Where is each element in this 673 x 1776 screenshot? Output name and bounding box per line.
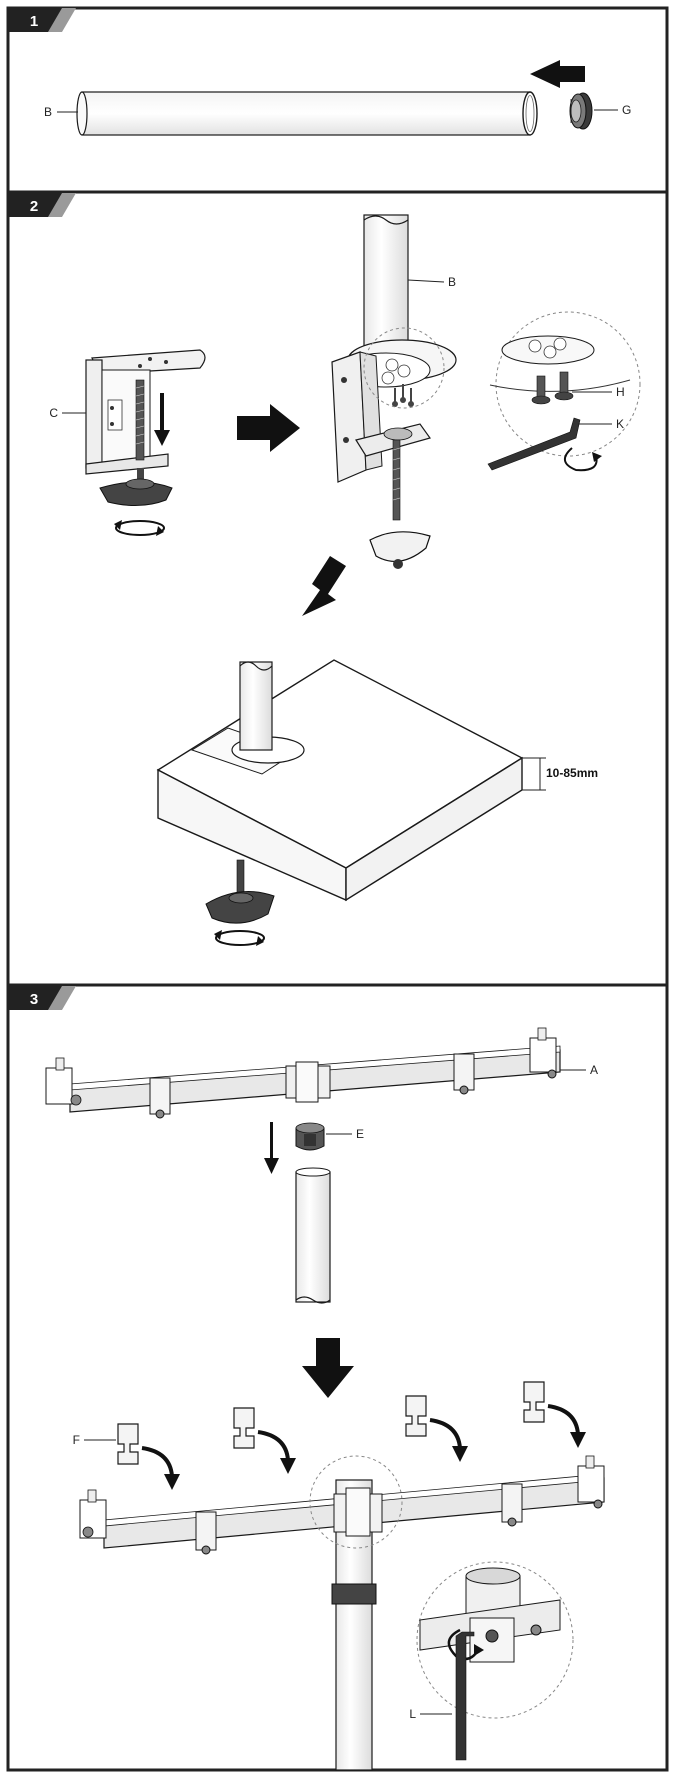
clamp-c: [85, 349, 206, 506]
rotate-arrow-icon-desk: [214, 930, 265, 946]
label-c: C: [49, 406, 58, 420]
desk-mount: [156, 659, 524, 924]
step-2: 2 C: [8, 193, 641, 946]
hook-icon-4: [523, 1381, 545, 1423]
tube-b: [76, 91, 538, 136]
label-h: H: [616, 385, 625, 399]
step-1-number: 1: [30, 13, 38, 30]
hook-icon-1: [117, 1423, 139, 1465]
step-3-number: 3: [30, 991, 38, 1008]
diagonal-arrow-icon: [302, 556, 346, 616]
label-k: K: [616, 417, 624, 431]
step-2-badge: 2: [8, 193, 76, 217]
label-e: E: [356, 1127, 364, 1141]
step-1-badge: 1: [8, 8, 76, 32]
step-2-number: 2: [30, 198, 38, 215]
pole-cap-e: [295, 1122, 325, 1151]
crossbar-a: [45, 1027, 561, 1119]
end-cap-g: [569, 92, 593, 130]
hook-icon-2: [233, 1407, 255, 1449]
screw-h-icon: [531, 371, 574, 405]
label-a: A: [590, 1063, 598, 1077]
step-3: 3 A: [8, 986, 605, 1771]
big-down-arrow-icon: [302, 1338, 354, 1398]
hex-key-l-icon: [455, 1631, 475, 1761]
vertical-pole: [295, 1167, 331, 1304]
screw-detail: [487, 311, 641, 472]
thickness-dimension: [522, 757, 546, 791]
label-g: G: [622, 103, 631, 117]
key-detail: [416, 1561, 574, 1761]
hook-icon-3: [405, 1395, 427, 1437]
small-down-arrow-icon: [264, 1122, 279, 1174]
rotate-arrow-icon: [115, 520, 165, 536]
pole-mounted-assembly: [331, 214, 457, 569]
crossbar-mounted: [79, 1455, 605, 1771]
next-arrow-icon: [237, 404, 300, 452]
hooks-f: [117, 1381, 586, 1490]
hex-key-k-icon: [487, 417, 581, 471]
insert-arrow-icon: [530, 60, 585, 88]
dimension-label: 10-85mm: [546, 766, 598, 780]
label-b-step1: B: [44, 105, 52, 119]
down-arrow-icon: [154, 393, 170, 446]
label-f: F: [73, 1433, 80, 1447]
step-3-badge: 3: [8, 986, 76, 1010]
label-b-step2: B: [448, 275, 456, 289]
step-1: 1 B G: [8, 8, 631, 136]
label-l: L: [409, 1707, 416, 1721]
